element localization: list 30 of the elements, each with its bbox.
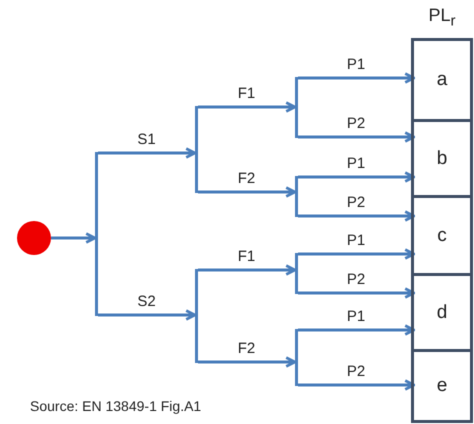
arrow xyxy=(298,210,416,222)
arrow xyxy=(51,232,96,244)
branch-line xyxy=(295,329,298,386)
arrow xyxy=(298,248,416,260)
arrow xyxy=(298,131,416,143)
level-letter: b xyxy=(436,148,448,170)
arrow xyxy=(198,186,296,198)
branch-line xyxy=(195,269,198,363)
branch-line xyxy=(295,176,298,217)
arrow xyxy=(198,356,296,368)
level-letter: c xyxy=(437,224,447,246)
start-dot xyxy=(17,221,51,255)
arrow xyxy=(298,287,416,299)
source-caption: Source: EN 13849-1 Fig.A1 xyxy=(30,398,202,414)
arrow xyxy=(298,72,416,84)
branch-line xyxy=(295,253,298,294)
arrow xyxy=(198,264,296,276)
arrow xyxy=(298,379,416,391)
arrow xyxy=(98,309,196,321)
arrow xyxy=(98,147,196,159)
arrow xyxy=(198,101,296,113)
column-heading: PL$_{r}$ xyxy=(427,5,457,30)
branch-line xyxy=(195,106,198,193)
arrow xyxy=(298,324,416,336)
level-letter: d xyxy=(436,302,448,324)
branch-line xyxy=(295,77,298,138)
level-letter: e xyxy=(436,375,448,397)
level-letter: a xyxy=(436,69,448,91)
arrow xyxy=(298,171,416,183)
branch-line xyxy=(95,152,98,316)
